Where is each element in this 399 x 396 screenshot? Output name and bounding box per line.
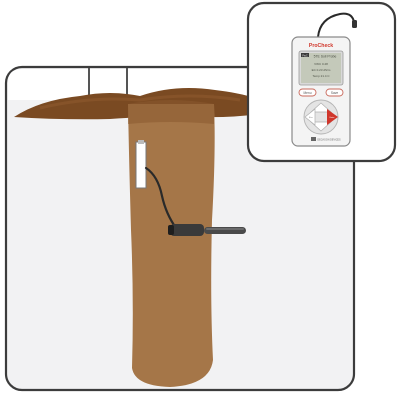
probe-body (170, 224, 204, 236)
marker-post-right (126, 68, 128, 98)
meter-right-label: Enter (330, 116, 335, 119)
meter-screen-line-1: 5TE Soil Probe (314, 55, 337, 59)
maker-logo-text: DECAGON DEVICES (317, 139, 341, 142)
sensor-tag-clip (138, 140, 144, 144)
meter-menu-label: Menu (304, 91, 312, 95)
meter-screen-line-2: VWC 0.28 (314, 62, 328, 66)
meter-screen-header-text: ProC (302, 54, 308, 57)
meter-cable-plug (352, 20, 357, 28)
probe-needle-shine (206, 228, 244, 230)
meter-save-label: Save (331, 91, 338, 95)
meter-brand: ProCheck (309, 43, 333, 49)
meter-screen-line-4: Temp 21.4 C (312, 74, 330, 78)
probe-cap (168, 225, 174, 235)
sensor-tag (136, 142, 146, 188)
meter-screen-line-3: EC 0.23 dS/m (312, 68, 331, 72)
borehole-top-shading (128, 100, 214, 124)
marker-post-left (88, 68, 90, 98)
maker-logo-icon (311, 137, 316, 141)
